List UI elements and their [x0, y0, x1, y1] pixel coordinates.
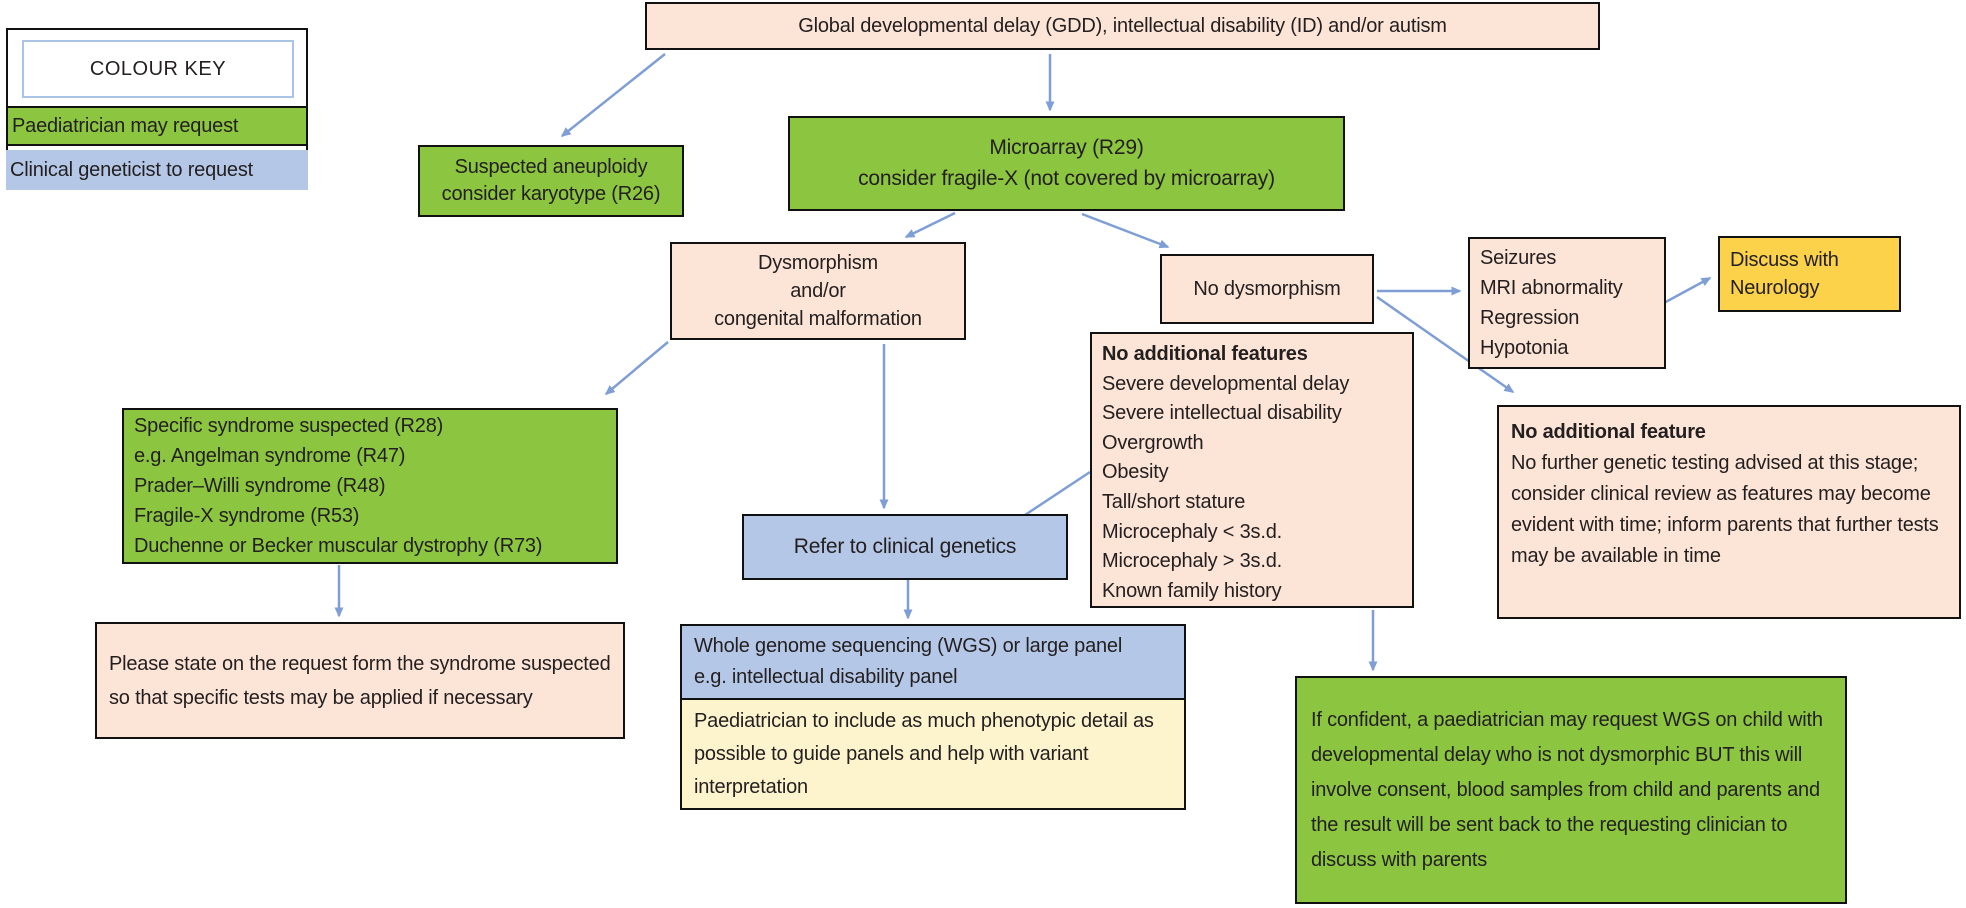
node-phenotype-note: Paediatrician to include as much phenoty…	[680, 698, 1186, 810]
colour-key-item-paediatrician: Paediatrician may request	[6, 106, 308, 146]
node-no-additional-feature-title: No additional feature	[1511, 421, 1706, 443]
node-wgs: Whole genome sequencing (WGS) or large p…	[680, 624, 1186, 700]
colour-key-title: COLOUR KEY	[22, 40, 294, 98]
node-suspected-aneuploidy: Suspected aneuploidy consider karyotype …	[418, 145, 684, 217]
node-if-confident: If confident, a paediatrician may reques…	[1295, 676, 1847, 904]
node-gdd: Global developmental delay (GDD), intell…	[645, 2, 1600, 50]
node-specific-syndrome: Specific syndrome suspected (R28) e.g. A…	[122, 408, 618, 564]
node-microarray: Microarray (R29) consider fragile-X (not…	[788, 116, 1345, 211]
node-refer-clinical-genetics: Refer to clinical genetics	[742, 514, 1068, 580]
colour-key-item-geneticist: Clinical geneticist to request	[6, 150, 308, 190]
node-please-state: Please state on the request form the syn…	[95, 622, 625, 739]
node-no-additional-feature: No additional feature No further genetic…	[1497, 405, 1961, 619]
node-seizures: Seizures MRI abnormality Regression Hypo…	[1468, 237, 1666, 369]
node-no-dysmorphism: No dysmorphism	[1160, 254, 1374, 324]
node-discuss-neurology: Discuss with Neurology	[1718, 236, 1901, 312]
node-dysmorphism: Dysmorphism and/or congenital malformati…	[670, 242, 966, 340]
node-no-additional-features: No additional features Severe developmen…	[1090, 332, 1414, 608]
colour-key: COLOUR KEY Paediatrician may request Cli…	[6, 28, 308, 190]
node-no-additional-features-title: No additional features	[1102, 343, 1308, 365]
